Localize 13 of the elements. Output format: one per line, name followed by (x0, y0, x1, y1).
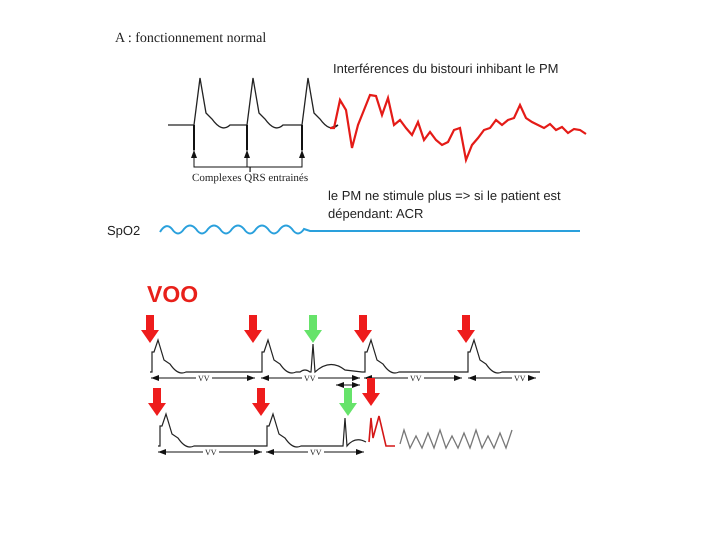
interval-label: VV (302, 374, 318, 383)
panel-heading: A : fonctionnement normal (115, 31, 266, 47)
leader-line (250, 150, 305, 172)
annotation-text: Complexes QRS entrainés (192, 172, 308, 184)
interval-label: VV (512, 374, 528, 383)
interval-label: VV (203, 448, 219, 457)
interval-label: VV (408, 374, 424, 383)
axis-label: SpO2 (107, 223, 140, 238)
interval-label: VV (308, 448, 324, 457)
interval-label: VV (196, 374, 212, 383)
annotation-text: le PM ne stimule plus => si le patient est dépendant: ACR (328, 187, 562, 223)
panel-heading: VOO (147, 281, 198, 308)
annotation-text: Interférences du bistouri inhibant le PM (333, 61, 558, 76)
